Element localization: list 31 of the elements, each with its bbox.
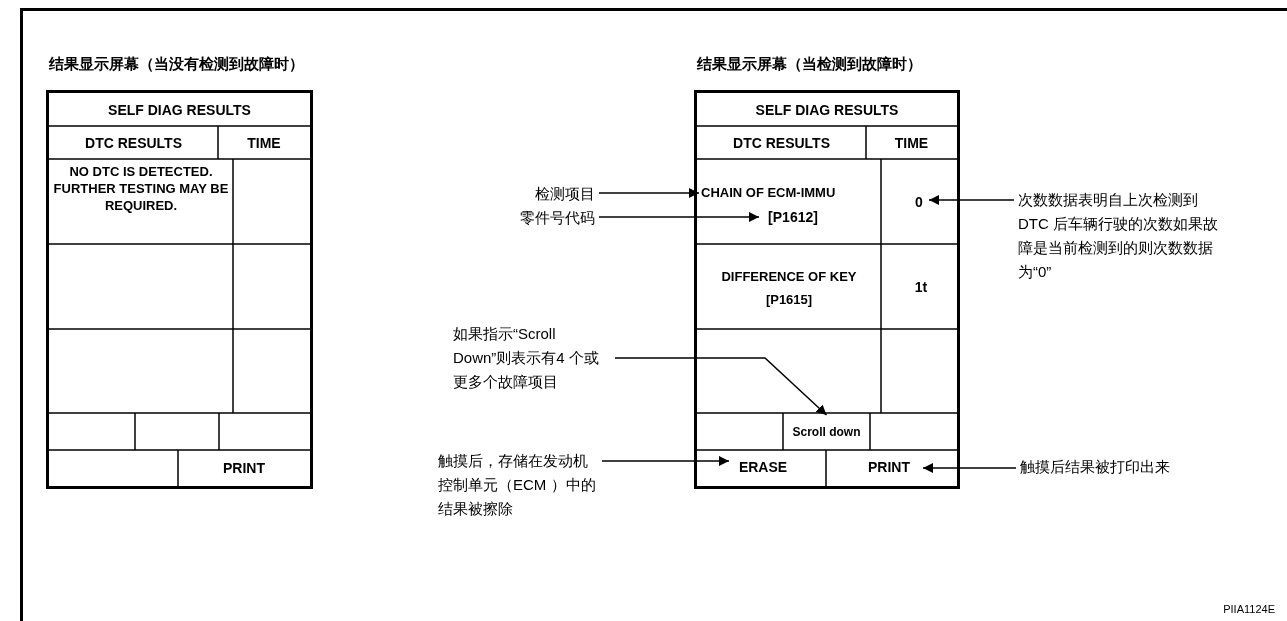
dtc-item: DIFFERENCE OF KEY [P1615]	[701, 265, 877, 311]
table-header: SELF DIAG RESULTS	[697, 93, 957, 126]
column-header: TIME	[866, 126, 957, 159]
callout-text: 触摸后，存储在发动机控制单元（ECM ）中的结果被擦除	[438, 449, 598, 545]
status-message: NO DTC IS DETECTED. FURTHER TESTING MAY BE REQUIRED.	[49, 163, 233, 223]
callout-text: 次数数据表明自上次检测到 DTC 后车辆行驶的次数如果故障是当前检测到的则次数数据为“0”	[1018, 188, 1218, 310]
arrow	[928, 195, 1015, 205]
dtc-item: CHAIN OF ECM-IMMU	[701, 183, 879, 203]
arrow	[614, 357, 828, 416]
arrow	[601, 456, 730, 466]
arrow	[598, 188, 700, 198]
arrow	[922, 463, 1017, 473]
column-header: DTC RESULTS	[697, 126, 866, 159]
callout-text: 如果指示“Scroll Down”则表示有4 个或更多个故障项目	[453, 322, 611, 418]
figure-code: PIIA1124E	[1223, 601, 1275, 617]
time-value: 1t	[909, 277, 933, 297]
column-header: TIME	[218, 126, 310, 159]
callout-text: 触摸后结果被打印出来	[1020, 455, 1210, 479]
print-key: PRINT	[857, 457, 921, 479]
time-value: 0	[911, 192, 927, 212]
screen-heading: 结果显示屏幕（当检测到故障时）	[697, 54, 922, 74]
dtc-code: [P1612]	[761, 207, 825, 227]
scroll-down-key: Scroll down	[783, 413, 870, 450]
arrow	[598, 212, 760, 222]
callout-text: 检测项目	[505, 182, 595, 206]
print-key: PRINT	[178, 450, 310, 486]
erase-key: ERASE	[731, 457, 795, 479]
screen-heading: 结果显示屏幕（当没有检测到故障时）	[49, 54, 304, 74]
column-header: DTC RESULTS	[49, 126, 218, 159]
callout-text: 零件号代码	[485, 206, 595, 230]
table-header: SELF DIAG RESULTS	[49, 93, 310, 126]
